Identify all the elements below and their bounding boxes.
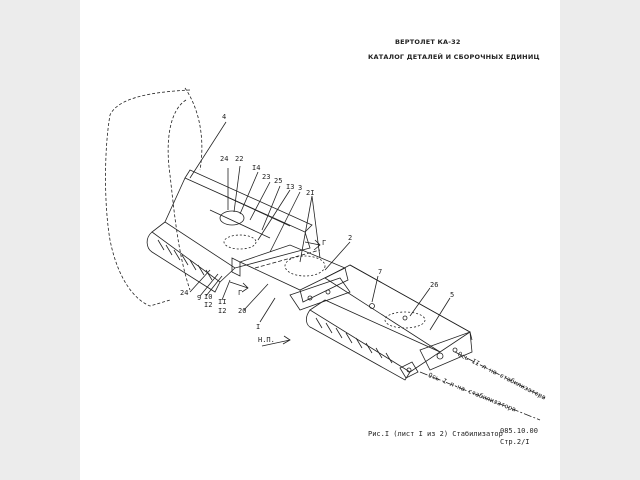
- callout-21: 2I: [306, 189, 315, 197]
- callout-12-lower: I2: [218, 307, 227, 315]
- callout-11: II: [218, 298, 227, 306]
- callout-10: I0: [204, 293, 213, 301]
- axis-line-lower: [419, 371, 541, 421]
- fuselage-outline: [105, 89, 191, 307]
- callout-4: 4: [222, 113, 227, 121]
- right-stabilizer-half: [306, 264, 473, 381]
- callout-9: 9: [197, 294, 202, 302]
- callout-23: 23: [262, 173, 271, 181]
- callout-5: 5: [450, 291, 455, 299]
- callout-24-left: 24: [180, 289, 189, 297]
- callout-22: 22: [235, 155, 244, 163]
- callout-1: I: [256, 323, 261, 331]
- left-stabilizer-half: [146, 169, 313, 293]
- figure-caption: Рис.I (лист I из 2) Стабилизатор: [368, 430, 503, 438]
- callout-26: 26: [430, 281, 439, 289]
- callout-20: 20: [238, 307, 247, 315]
- catalog-sheet: [80, 0, 560, 480]
- section-mark-upper: Г: [322, 239, 327, 247]
- catalog-title: ВЕРТОЛЕТ КА-32: [395, 38, 461, 46]
- callout-2: 2: [348, 234, 353, 242]
- fuselage-inner: [167, 99, 191, 291]
- section-mark-lower: Г: [238, 289, 243, 297]
- callout-24: 24: [220, 155, 229, 163]
- np-mark: Н.П.: [258, 336, 275, 344]
- callout-12-upper: I2: [204, 301, 213, 309]
- callout-3: 3: [298, 184, 303, 192]
- center-section: [231, 244, 351, 311]
- callout-13: I3: [286, 183, 295, 191]
- catalog-subtitle: КАТАЛОГ ДЕТАЛЕЙ И СБОРОЧНЫХ ЕДИНИЦ: [368, 53, 540, 61]
- page-number: Стр.2/I: [500, 438, 530, 446]
- document-code: 085.10.00: [500, 427, 538, 435]
- axis-line-upper: [454, 351, 546, 399]
- callout-14: I4: [252, 164, 261, 172]
- callout-25: 25: [274, 177, 283, 185]
- callout-7: 7: [378, 268, 383, 276]
